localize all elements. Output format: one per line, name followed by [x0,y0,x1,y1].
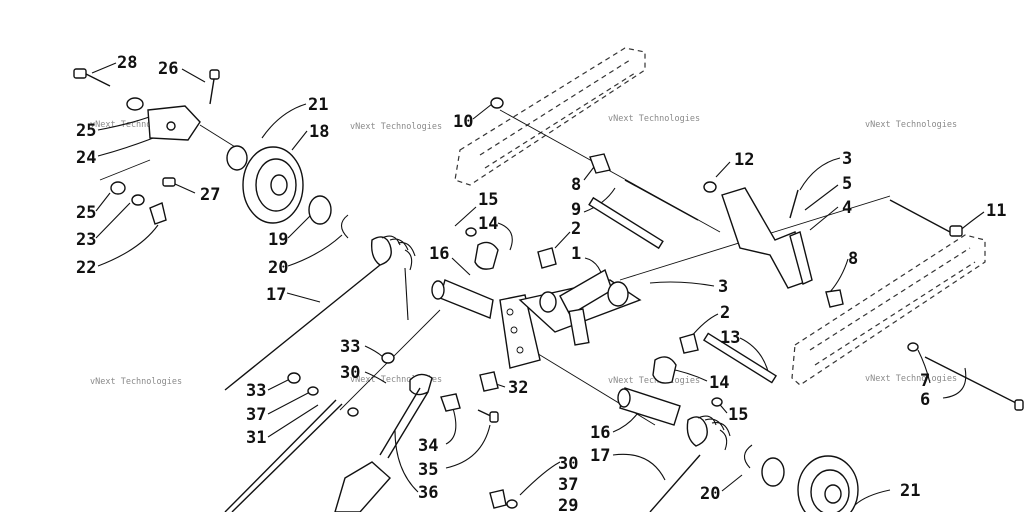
bracket-assembly [73,68,220,225]
callout-label: 30 [558,454,578,474]
watermark: vNext Technologies [608,376,700,386]
callout-label: 4 [842,198,852,218]
leader-lines [91,62,985,506]
callout-label: 32 [508,378,528,398]
callout-label: 28 [117,53,137,73]
limiter-bracket [721,187,963,289]
torsion-spring-right [649,415,753,512]
callout-label: 12 [734,150,754,170]
callout-label: 26 [158,59,178,79]
callout-label: 23 [76,230,96,250]
callout-label: 8 [571,175,581,195]
callout-label: 35 [418,460,438,480]
bolt-head [209,69,220,80]
callout-label: 17 [590,446,610,466]
callout-label: 15 [478,190,498,210]
callout-label: 5 [842,174,852,194]
callout-label: 17 [266,285,286,305]
callout-label: 16 [429,244,449,264]
callout-label: 31 [246,428,266,448]
callout-label: 20 [268,258,288,278]
bolt-head [73,68,87,79]
callout-label: 21 [308,95,328,115]
watermarks: vNext Technologies vNext Technologies vN… [90,114,957,387]
watermark: vNext Technologies [865,120,957,130]
callout-label: 16 [590,423,610,443]
callout-label: 29 [558,496,578,512]
callout-label: 1 [571,244,581,264]
callout-label: 7 [920,371,930,391]
bushings [287,97,919,509]
watermark: vNext Technologies [90,377,182,387]
watermark: vNext Technologies [350,375,442,385]
callout-label: 30 [340,363,360,383]
callout-label: 19 [268,230,288,250]
callout-label: 33 [340,337,360,357]
callout-label: 8 [848,249,858,269]
upper-slide-rail [454,47,646,186]
callout-label: 25 [76,203,96,223]
right-slide-rail [791,234,986,386]
callout-label: 2 [720,303,730,323]
callout-label: 9 [571,200,581,220]
watermark: vNext Technologies [865,374,957,384]
idler-wheel-lower [761,455,859,512]
callout-label: 27 [200,185,220,205]
callouts: 28 26 21 18 25 24 27 25 23 22 19 20 17 1… [76,53,1006,512]
callout-label: 37 [246,405,266,425]
callout-label: 6 [920,390,930,410]
callout-label: 33 [246,381,266,401]
watermark: vNext Technologies [608,114,700,124]
callout-label: 14 [709,373,729,393]
callout-label: 13 [720,328,740,348]
shafts [431,196,778,426]
idler-wheel-upper [226,145,349,239]
callout-label: 10 [453,112,473,132]
callout-label: 36 [418,483,438,503]
callout-label: 21 [900,481,920,501]
long-bolts [477,179,1024,423]
callout-label: 15 [728,405,748,425]
callout-label: 34 [418,436,438,456]
callout-label: 3 [842,149,852,169]
torsion-spring-left [224,235,416,391]
callout-label: 20 [700,484,720,504]
watermark: vNext Technologies [350,122,442,132]
callout-label: 22 [76,258,96,278]
watermark: vNext Technologies [90,120,182,130]
callout-label: 3 [718,277,728,297]
callout-label: 25 [76,121,96,141]
pivot-arm [499,268,642,369]
callout-label: 24 [76,148,96,168]
callout-label: 37 [558,475,578,495]
callout-label: 2 [571,219,581,239]
shock-absorber [224,373,433,512]
callout-label: 18 [309,122,329,142]
callout-label: 14 [478,214,498,234]
callout-label: 11 [986,201,1006,221]
